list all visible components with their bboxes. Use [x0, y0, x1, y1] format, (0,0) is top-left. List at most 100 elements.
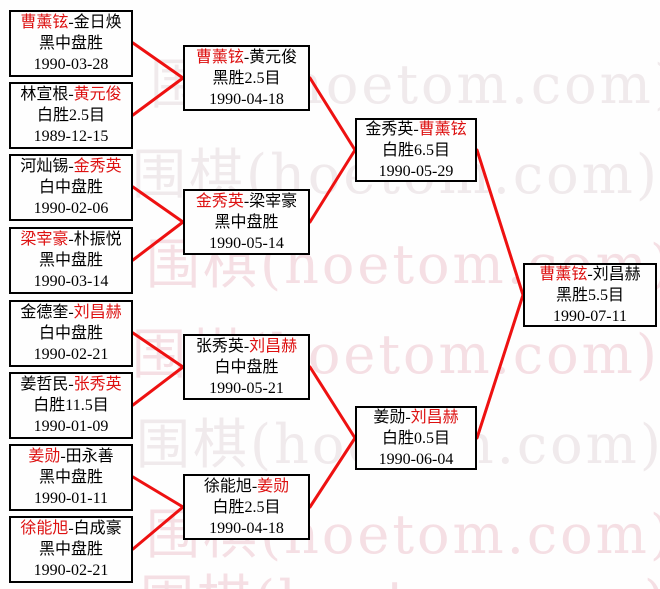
match-result: 白中盘胜 — [214, 358, 279, 376]
match-box-r2-1: 曹薰铉-黄元俊 黑胜2.5目 1990-04-18 — [183, 45, 310, 111]
match-players: 徐能旭-白成豪 — [20, 518, 121, 539]
player-separator: - — [68, 520, 74, 537]
match-box-sf-2: 姜勋-刘昌赫 白胜0.5目 1990-06-04 — [355, 406, 477, 470]
match-players: 曹薰铉-刘昌赫 — [539, 264, 640, 285]
match-date: 1990-03-28 — [33, 56, 109, 73]
player2-name: 黄元俊 — [249, 48, 298, 66]
match-players: 曹薰铉-黄元俊 — [196, 47, 297, 68]
match-date: 1990-04-18 — [209, 519, 284, 537]
watermark-text: 围棋(hoetom.com) — [140, 556, 660, 589]
player-separator: - — [243, 192, 250, 210]
player-separator: - — [68, 376, 74, 393]
match-result: 白胜11.5目 — [33, 397, 109, 414]
match-box-r1-8: 徐能旭-白成豪 黑中盘胜 1990-02-21 — [9, 516, 133, 583]
player2-name: 刘昌赫 — [410, 408, 459, 426]
match-result: 白胜2.5目 — [212, 498, 281, 516]
match-date: 1990-05-29 — [378, 162, 454, 180]
match-date: 1990-02-06 — [33, 200, 109, 217]
match-players: 张秀英-刘昌赫 — [196, 336, 297, 357]
match-result: 黑中盘胜 — [38, 469, 103, 486]
match-players: 梁宰豪-朴振悦 — [20, 229, 121, 250]
player-separator: - — [60, 448, 66, 465]
match-result: 黑胜5.5目 — [555, 286, 624, 304]
match-box-r1-5: 金德奎-刘昌赫 白中盘胜 1990-02-21 — [9, 300, 133, 367]
player1-name: 徐能旭 — [203, 477, 252, 495]
player2-name: 梁宰豪 — [249, 192, 298, 210]
match-date: 1990-06-04 — [378, 450, 454, 468]
match-box-r2-2: 金秀英-梁宰豪 黑中盘胜 1990-05-14 — [183, 189, 310, 255]
match-result: 黑中盘胜 — [38, 35, 103, 52]
match-date: 1990-03-14 — [33, 273, 109, 290]
player2-name: 姜勋 — [257, 477, 290, 495]
match-box-final: 曹薰铉-刘昌赫 黑胜5.5目 1990-07-11 — [523, 263, 657, 327]
player2-name: 金秀英 — [73, 158, 122, 175]
match-players: 林宣根-黄元俊 — [20, 84, 121, 105]
player1-name: 曹薰铉 — [539, 265, 588, 283]
match-box-r1-7: 姜勋-田永善 黑中盘胜 1990-01-11 — [9, 444, 133, 511]
match-date: 1990-01-11 — [33, 490, 109, 507]
player2-name: 刘昌赫 — [592, 265, 641, 283]
match-date: 1990-02-21 — [33, 562, 109, 579]
player2-name: 曹薰铉 — [418, 120, 467, 138]
match-date: 1990-01-09 — [33, 418, 109, 435]
player1-name: 徐能旭 — [20, 520, 69, 537]
player-separator: - — [243, 48, 250, 66]
match-box-r1-4: 梁宰豪-朴振悦 黑中盘胜 1990-03-14 — [9, 227, 133, 294]
match-box-r1-1: 曹薰铉-金日焕 黑中盘胜 1990-03-28 — [9, 10, 133, 77]
player1-name: 林宣根 — [20, 86, 69, 103]
match-result: 黑中盘胜 — [38, 252, 103, 269]
match-result: 白中盘胜 — [38, 179, 103, 196]
match-players: 姜勋-刘昌赫 — [373, 407, 458, 428]
player-separator: - — [243, 337, 250, 355]
match-box-r2-3: 张秀英-刘昌赫 白中盘胜 1990-05-21 — [183, 334, 310, 400]
player2-name: 金日焕 — [73, 14, 122, 31]
match-box-r1-6: 姜哲民-张秀英 白胜11.5目 1990-01-09 — [9, 372, 133, 439]
match-result: 白中盘胜 — [38, 325, 103, 342]
player-separator: - — [413, 120, 419, 138]
player2-name: 白成豪 — [73, 520, 122, 537]
match-players: 姜勋-田永善 — [28, 446, 113, 467]
match-result: 黑中盘胜 — [38, 541, 103, 558]
player1-name: 姜勋 — [28, 448, 61, 465]
match-result: 黑中盘胜 — [214, 213, 279, 231]
player-separator: - — [68, 231, 74, 248]
match-result: 黑胜2.5目 — [212, 69, 281, 87]
match-players: 曹薰铉-金日焕 — [20, 12, 121, 33]
match-date: 1990-04-18 — [209, 90, 284, 108]
match-players: 金秀英-梁宰豪 — [196, 191, 297, 212]
player1-name: 梁宰豪 — [20, 231, 69, 248]
match-date: 1990-05-14 — [209, 234, 284, 252]
player2-name: 张秀英 — [73, 376, 122, 393]
player2-name: 黄元俊 — [73, 86, 122, 103]
player1-name: 金德奎 — [20, 304, 69, 321]
match-box-sf-1: 金秀英-曹薰铉 白胜6.5目 1990-05-29 — [355, 118, 477, 182]
match-date: 1990-05-21 — [209, 379, 284, 397]
player1-name: 曹薰铉 — [20, 14, 69, 31]
player-separator: - — [68, 14, 74, 31]
player-separator: - — [587, 265, 593, 283]
player2-name: 刘昌赫 — [73, 304, 122, 321]
match-box-r2-4: 徐能旭-姜勋 白胜2.5目 1990-04-18 — [183, 474, 310, 540]
player1-name: 河灿锡 — [20, 158, 69, 175]
player2-name: 刘昌赫 — [249, 337, 298, 355]
match-date: 1990-02-21 — [33, 346, 109, 363]
player1-name: 姜哲民 — [20, 376, 69, 393]
match-players: 金德奎-刘昌赫 — [20, 302, 121, 323]
match-date: 1989-12-15 — [33, 128, 109, 145]
match-box-r1-3: 河灿锡-金秀英 白中盘胜 1990-02-06 — [9, 154, 133, 221]
match-players: 河灿锡-金秀英 — [20, 156, 121, 177]
match-players: 姜哲民-张秀英 — [20, 374, 121, 395]
player2-name: 朴振悦 — [73, 231, 122, 248]
player1-name: 金秀英 — [195, 192, 244, 210]
player-separator: - — [68, 158, 74, 175]
match-box-r1-2: 林宣根-黄元俊 白胜2.5目 1989-12-15 — [9, 82, 133, 149]
player-separator: - — [68, 304, 74, 321]
match-result: 白胜6.5目 — [381, 141, 450, 159]
player1-name: 张秀英 — [195, 337, 244, 355]
player1-name: 曹薰铉 — [195, 48, 244, 66]
player2-name: 田永善 — [65, 448, 114, 465]
match-result: 白胜0.5目 — [381, 429, 450, 447]
player1-name: 姜勋 — [373, 408, 406, 426]
